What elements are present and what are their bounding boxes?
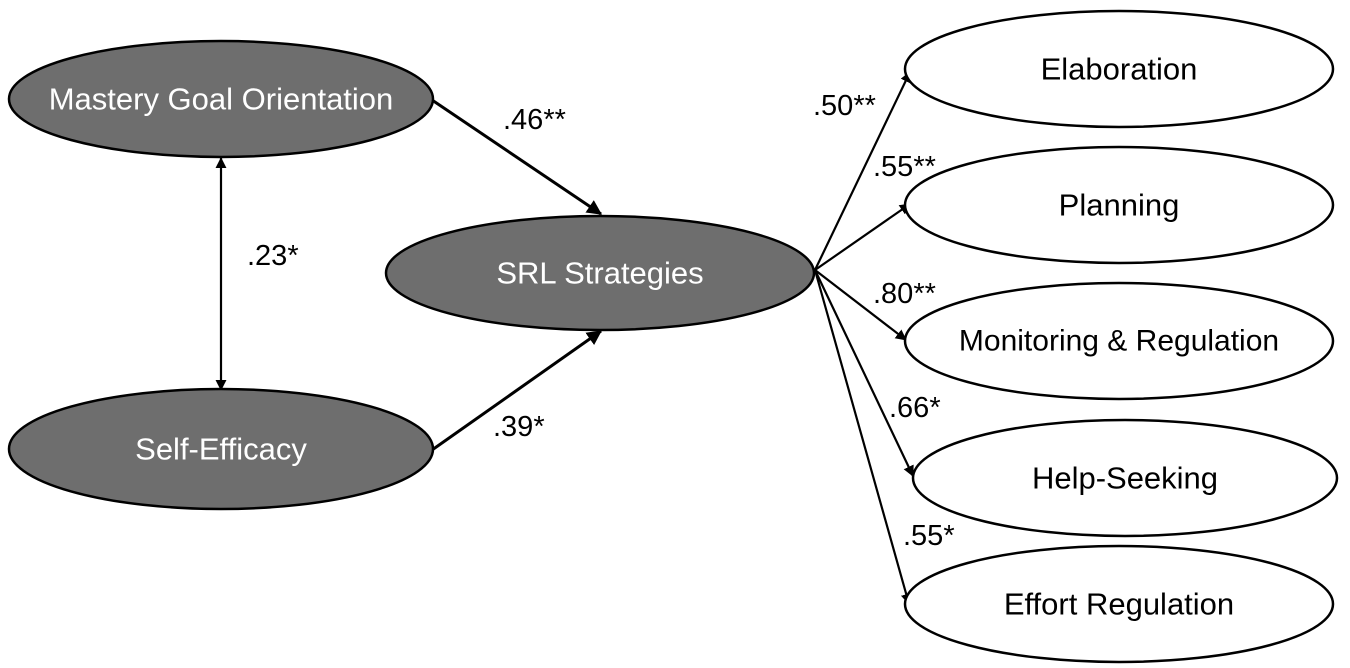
node-planning-label: Planning (1059, 188, 1180, 223)
node-monitoring-regulation: Monitoring & Regulation (903, 281, 1335, 401)
edge-srl-help-seeking (814, 269, 914, 477)
node-mastery-goal-orientation: Mastery Goal Orientation (7, 39, 435, 159)
node-help-seeking-label: Help-Seeking (1032, 461, 1218, 496)
coef-mastery-srl: .46** (503, 104, 566, 136)
coef-srl-elaboration: .50** (813, 90, 876, 122)
coef-srl-monitoring: .80** (873, 278, 936, 310)
node-srl-strategies-label: SRL Strategies (496, 256, 703, 291)
node-help-seeking: Help-Seeking (911, 418, 1339, 538)
node-srl-strategies: SRL Strategies (384, 214, 816, 332)
coef-mastery-self-efficacy: .23* (247, 240, 299, 272)
node-mastery-goal-orientation-label: Mastery Goal Orientation (49, 82, 394, 117)
node-elaboration: Elaboration (903, 9, 1335, 129)
node-planning: Planning (903, 145, 1335, 265)
edge-srl-elaboration (814, 71, 911, 271)
edge-mastery-srl (431, 98, 603, 216)
coef-srl-planning: .55** (873, 151, 936, 183)
coef-self-efficacy-srl: .39* (493, 411, 545, 443)
edge-srl-monitoring (814, 269, 907, 341)
node-effort-regulation: Effort Regulation (903, 544, 1335, 664)
edge-self-efficacy-srl (431, 329, 603, 452)
node-self-efficacy: Self-Efficacy (7, 387, 435, 511)
node-elaboration-label: Elaboration (1041, 52, 1198, 87)
edge-srl-planning (814, 203, 911, 271)
node-self-efficacy-label: Self-Efficacy (135, 432, 307, 467)
coef-srl-effort: .55* (903, 520, 955, 552)
edge-srl-effort (813, 269, 912, 605)
node-effort-regulation-label: Effort Regulation (1004, 587, 1234, 622)
node-monitoring-regulation-label: Monitoring & Regulation (959, 325, 1279, 358)
coef-srl-help-seeking: .66* (889, 392, 941, 424)
